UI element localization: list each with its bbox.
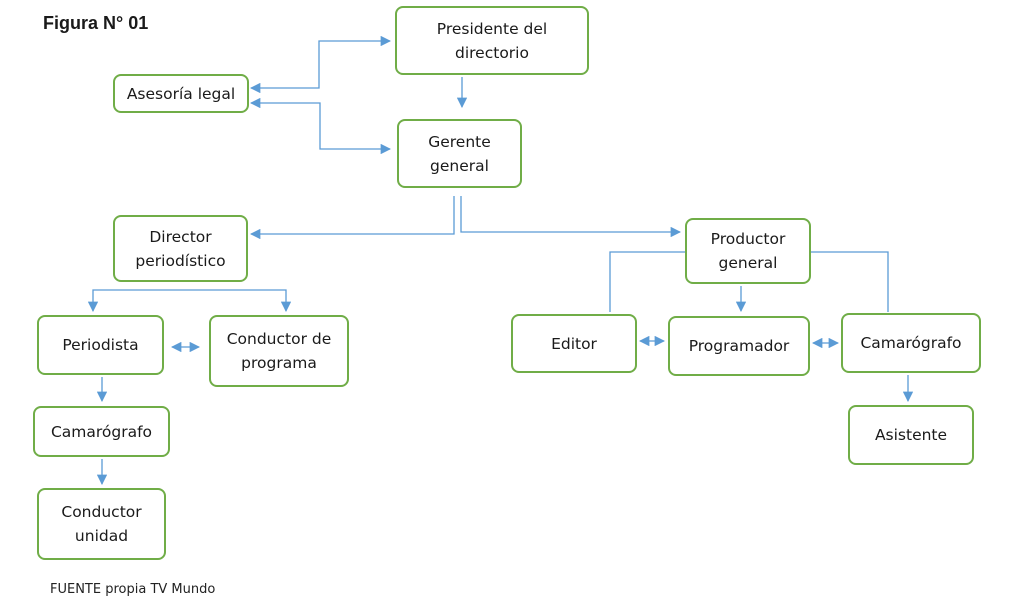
node-presidente-del-directorio: Presidente del directorio — [395, 6, 589, 75]
node-editor: Editor — [511, 314, 637, 373]
figure-title: Figura N° 01 — [43, 13, 149, 33]
node-gerente-general: Gerente general — [397, 119, 522, 188]
source-note: FUENTE propia TV Mundo — [50, 582, 216, 597]
node-director-periodistico: Director periodístico — [113, 215, 248, 282]
node-productor-general: Productor general — [685, 218, 811, 284]
node-conductor-de-programa: Conductor de programa — [209, 315, 349, 387]
connector-asesoria-gerente — [249, 97, 392, 155]
node-camarografo-periodistico: Camarógrafo — [33, 406, 170, 457]
connector-productor-editor — [609, 251, 685, 312]
node-conductor-unidad: Conductor unidad — [37, 488, 166, 560]
connector-productor-camarografo — [811, 251, 889, 312]
node-asesoria-legal: Asesoría legal — [113, 74, 249, 113]
node-programador: Programador — [668, 316, 810, 376]
node-camarografo-produccion: Camarógrafo — [841, 313, 981, 373]
node-asistente: Asistente — [848, 405, 974, 465]
connector-gerente-director — [249, 196, 455, 240]
connector-gerente-productor — [460, 196, 682, 238]
connector-asesoria-presidente — [249, 35, 392, 94]
connector-director-periodista — [87, 289, 180, 313]
node-periodista: Periodista — [37, 315, 164, 375]
connector-director-conductor-programa — [180, 289, 292, 313]
